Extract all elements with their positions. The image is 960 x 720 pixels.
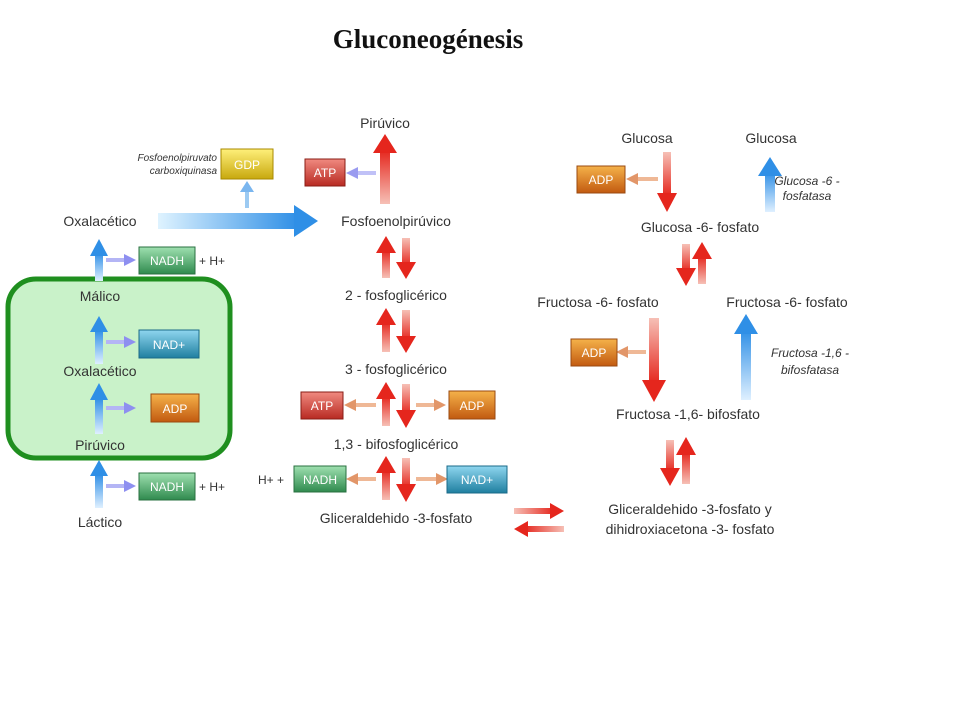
atp-top-label: ATP (314, 166, 336, 180)
arrow-glucosa-to-g6p (657, 152, 677, 212)
label-fructosa-6-fosfato-left: Fructosa -6- fosfato (537, 294, 659, 310)
arrow-malico-to-oxalacetico (90, 239, 108, 281)
arrow-to-nad-mid (106, 336, 136, 348)
arrow-to-adp-top-right (626, 173, 658, 185)
nad-box-center: NAD+ (446, 465, 508, 494)
gdp-label: GDP (234, 158, 260, 172)
label-glucosa-right: Glucosa (745, 130, 797, 146)
arrow-f6p-to-f16bp (642, 318, 666, 402)
adp-mid-center-label: ADP (460, 399, 485, 413)
label-fructosa-6-fosfato-right: Fructosa -6- fosfato (726, 294, 848, 310)
arrow-to-adp-mid-center (416, 399, 446, 411)
label-13-bifosfoglicerico: 1,3 - bifosfoglicérico (334, 436, 459, 452)
enzyme-g6p-line1: Glucosa -6 - (774, 174, 839, 188)
nadh-center-label: NADH (303, 473, 337, 487)
arrow-to-atp-mid (344, 399, 376, 411)
arrow-from-nadh (346, 473, 376, 485)
arrow-to-nadh-top (106, 254, 136, 266)
arrow-to-adp-mid-right (616, 346, 646, 358)
arrow-g6p-to-glucosa (758, 157, 782, 212)
arrows-g6p-f6p (676, 242, 712, 286)
arrows-3pg-13bpg (376, 382, 416, 428)
atp-box-mid: ATP (300, 391, 344, 420)
enzyme-pepck-line1: Fosfoenolpiruvato (138, 153, 218, 164)
arrows-fep-2pg (376, 236, 416, 279)
arrow-fosfoenolpiruvico-to-piruvico (373, 134, 397, 204)
h-plus-top: + H+ (199, 254, 225, 268)
label-fructosa-16-bifosfato: Fructosa -1,6- bifosfato (616, 406, 760, 422)
label-piruvico-center: Pirúvico (360, 115, 410, 131)
adp-box-mid-left: ADP (150, 393, 200, 423)
arrow-to-nadh-bottom (106, 480, 136, 492)
adp-box-mid-center: ADP (448, 390, 496, 420)
label-fosfoenolpiruvico: Fosfoenolpirúvico (341, 213, 451, 229)
arrow-lactico-to-piruvico (90, 460, 108, 508)
label-glucosa-left: Glucosa (621, 130, 673, 146)
label-piruvico-left: Pirúvico (75, 437, 125, 453)
label-glucosa-6-fosfato: Glucosa -6- fosfato (641, 219, 759, 235)
gdp-box: GDP (220, 148, 274, 180)
label-oxalacetico-mid: Oxalacético (63, 363, 136, 379)
label-3-fosfoglicerico: 3 - fosfoglicérico (345, 361, 447, 377)
nadh-box-top: NADH (138, 246, 196, 275)
label-2-fosfoglicerico: 2 - fosfoglicérico (345, 287, 447, 303)
enzyme-f16bp-line2: bifosfatasa (781, 363, 839, 377)
nadh-box-bottom: NADH (138, 472, 196, 501)
nad-box-mid: NAD+ (138, 329, 200, 359)
h-plus-center: H+ + (258, 473, 284, 487)
arrows-f16bp-triose (660, 437, 696, 486)
arrows-2pg-3pg (376, 308, 416, 353)
arrow-to-nad-center (416, 473, 448, 485)
arrow-to-atp-top (346, 167, 376, 179)
arrow-to-adp-mid (106, 402, 136, 414)
nad-center-label: NAD+ (461, 473, 493, 487)
nadh-box-center: NADH (293, 465, 347, 493)
nadh-top-label: NADH (150, 254, 184, 268)
adp-top-right-label: ADP (589, 173, 614, 187)
adp-mid-left-label: ADP (163, 402, 188, 416)
arrows-13bpg-g3p (376, 456, 416, 502)
label-malico: Málico (80, 288, 121, 304)
nadh-bottom-label: NADH (150, 480, 184, 494)
label-oxalacetico-top: Oxalacético (63, 213, 136, 229)
atp-box-top: ATP (304, 158, 346, 187)
arrow-f16bp-to-f6p (734, 314, 758, 400)
h-plus-bottom: + H+ (199, 480, 225, 494)
arrow-oxalacetico-to-fosfoenolpiruvico (158, 205, 318, 237)
adp-box-top-right: ADP (576, 165, 626, 194)
adp-box-mid-right: ADP (570, 338, 618, 367)
diagram-title: Gluconeogénesis (333, 24, 524, 54)
atp-mid-label: ATP (311, 399, 333, 413)
enzyme-pepck-line2: carboxiquinasa (150, 166, 218, 177)
label-gliceraldehido-center: Gliceraldehido -3-fosfato (320, 510, 473, 526)
arrow-oxalacetico-to-malico (90, 316, 108, 364)
arrows-g3p-triose (514, 503, 564, 537)
label-lactico: Láctico (78, 514, 123, 530)
arrow-piruvico-to-oxalacetico (90, 383, 108, 434)
enzyme-f16bp-line1: Fructosa -1,6 - (771, 346, 849, 360)
nad-mid-label: NAD+ (153, 338, 185, 352)
arrow-to-gdp (240, 181, 254, 208)
enzyme-g6p-line2: fosfatasa (783, 189, 832, 203)
adp-mid-right-label: ADP (582, 346, 607, 360)
label-triose-line1: Gliceraldehido -3-fosfato y (608, 501, 771, 517)
label-triose-line2: dihidroxiacetona -3- fosfato (606, 521, 775, 537)
